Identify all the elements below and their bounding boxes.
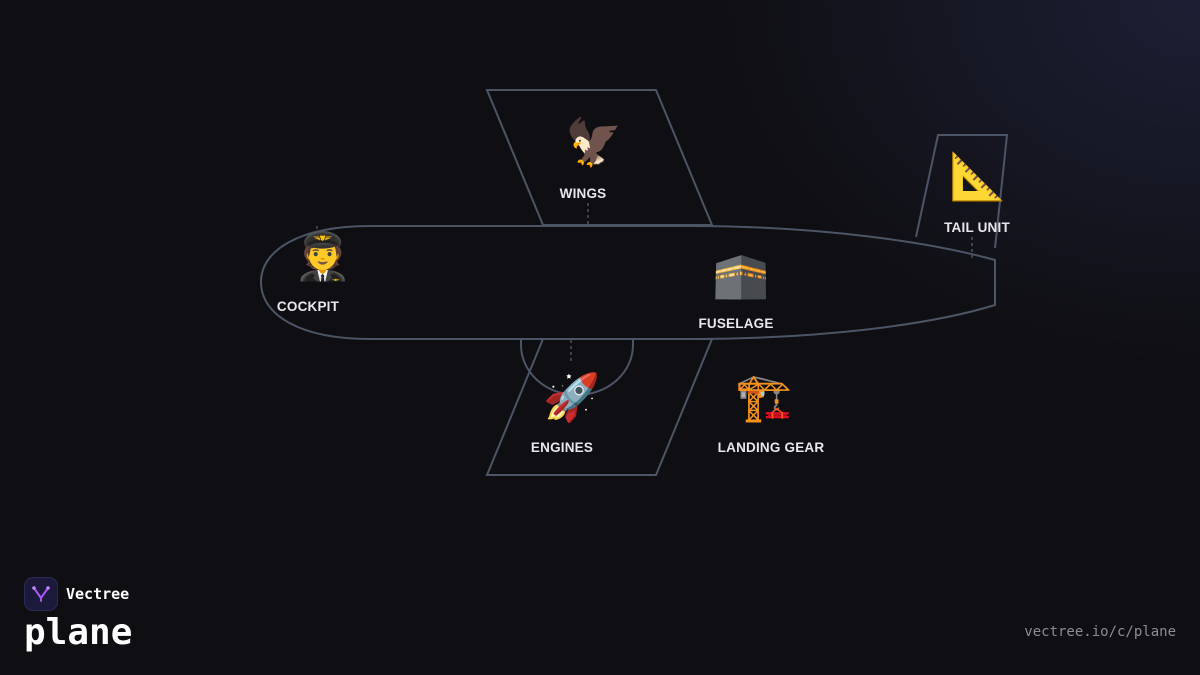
fuselage-label: FUSELAGE: [698, 316, 774, 331]
footer-url-link[interactable]: vectree.io/c/plane: [1024, 624, 1176, 640]
rocket-icon: 🚀: [543, 370, 601, 424]
upper-wing-outline: [485, 89, 714, 226]
tail-unit-label: TAIL UNIT: [944, 220, 1010, 235]
engines-label: ENGINES: [530, 440, 594, 455]
wings-label: WINGS: [559, 186, 607, 201]
engine-pod-outline: [520, 339, 634, 396]
fuselage-outline: [259, 225, 996, 340]
brand-name: Vectree: [66, 585, 130, 603]
pilot-icon: 🧑‍✈️: [294, 229, 352, 283]
brand: Vectree: [24, 577, 129, 611]
triangular-ruler-icon: 📐: [949, 149, 1007, 203]
crane-icon: 🏗️: [735, 370, 793, 424]
tail-fin-outline: [915, 134, 1009, 249]
cockpit-label: COCKPIT: [276, 299, 340, 314]
page-title: plane: [24, 612, 133, 653]
landing-gear-label: LANDING GEAR: [717, 440, 825, 455]
vectree-logo-icon: [24, 577, 58, 611]
kaaba-icon: 🕋: [712, 247, 770, 301]
eagle-icon: 🦅: [565, 115, 623, 169]
